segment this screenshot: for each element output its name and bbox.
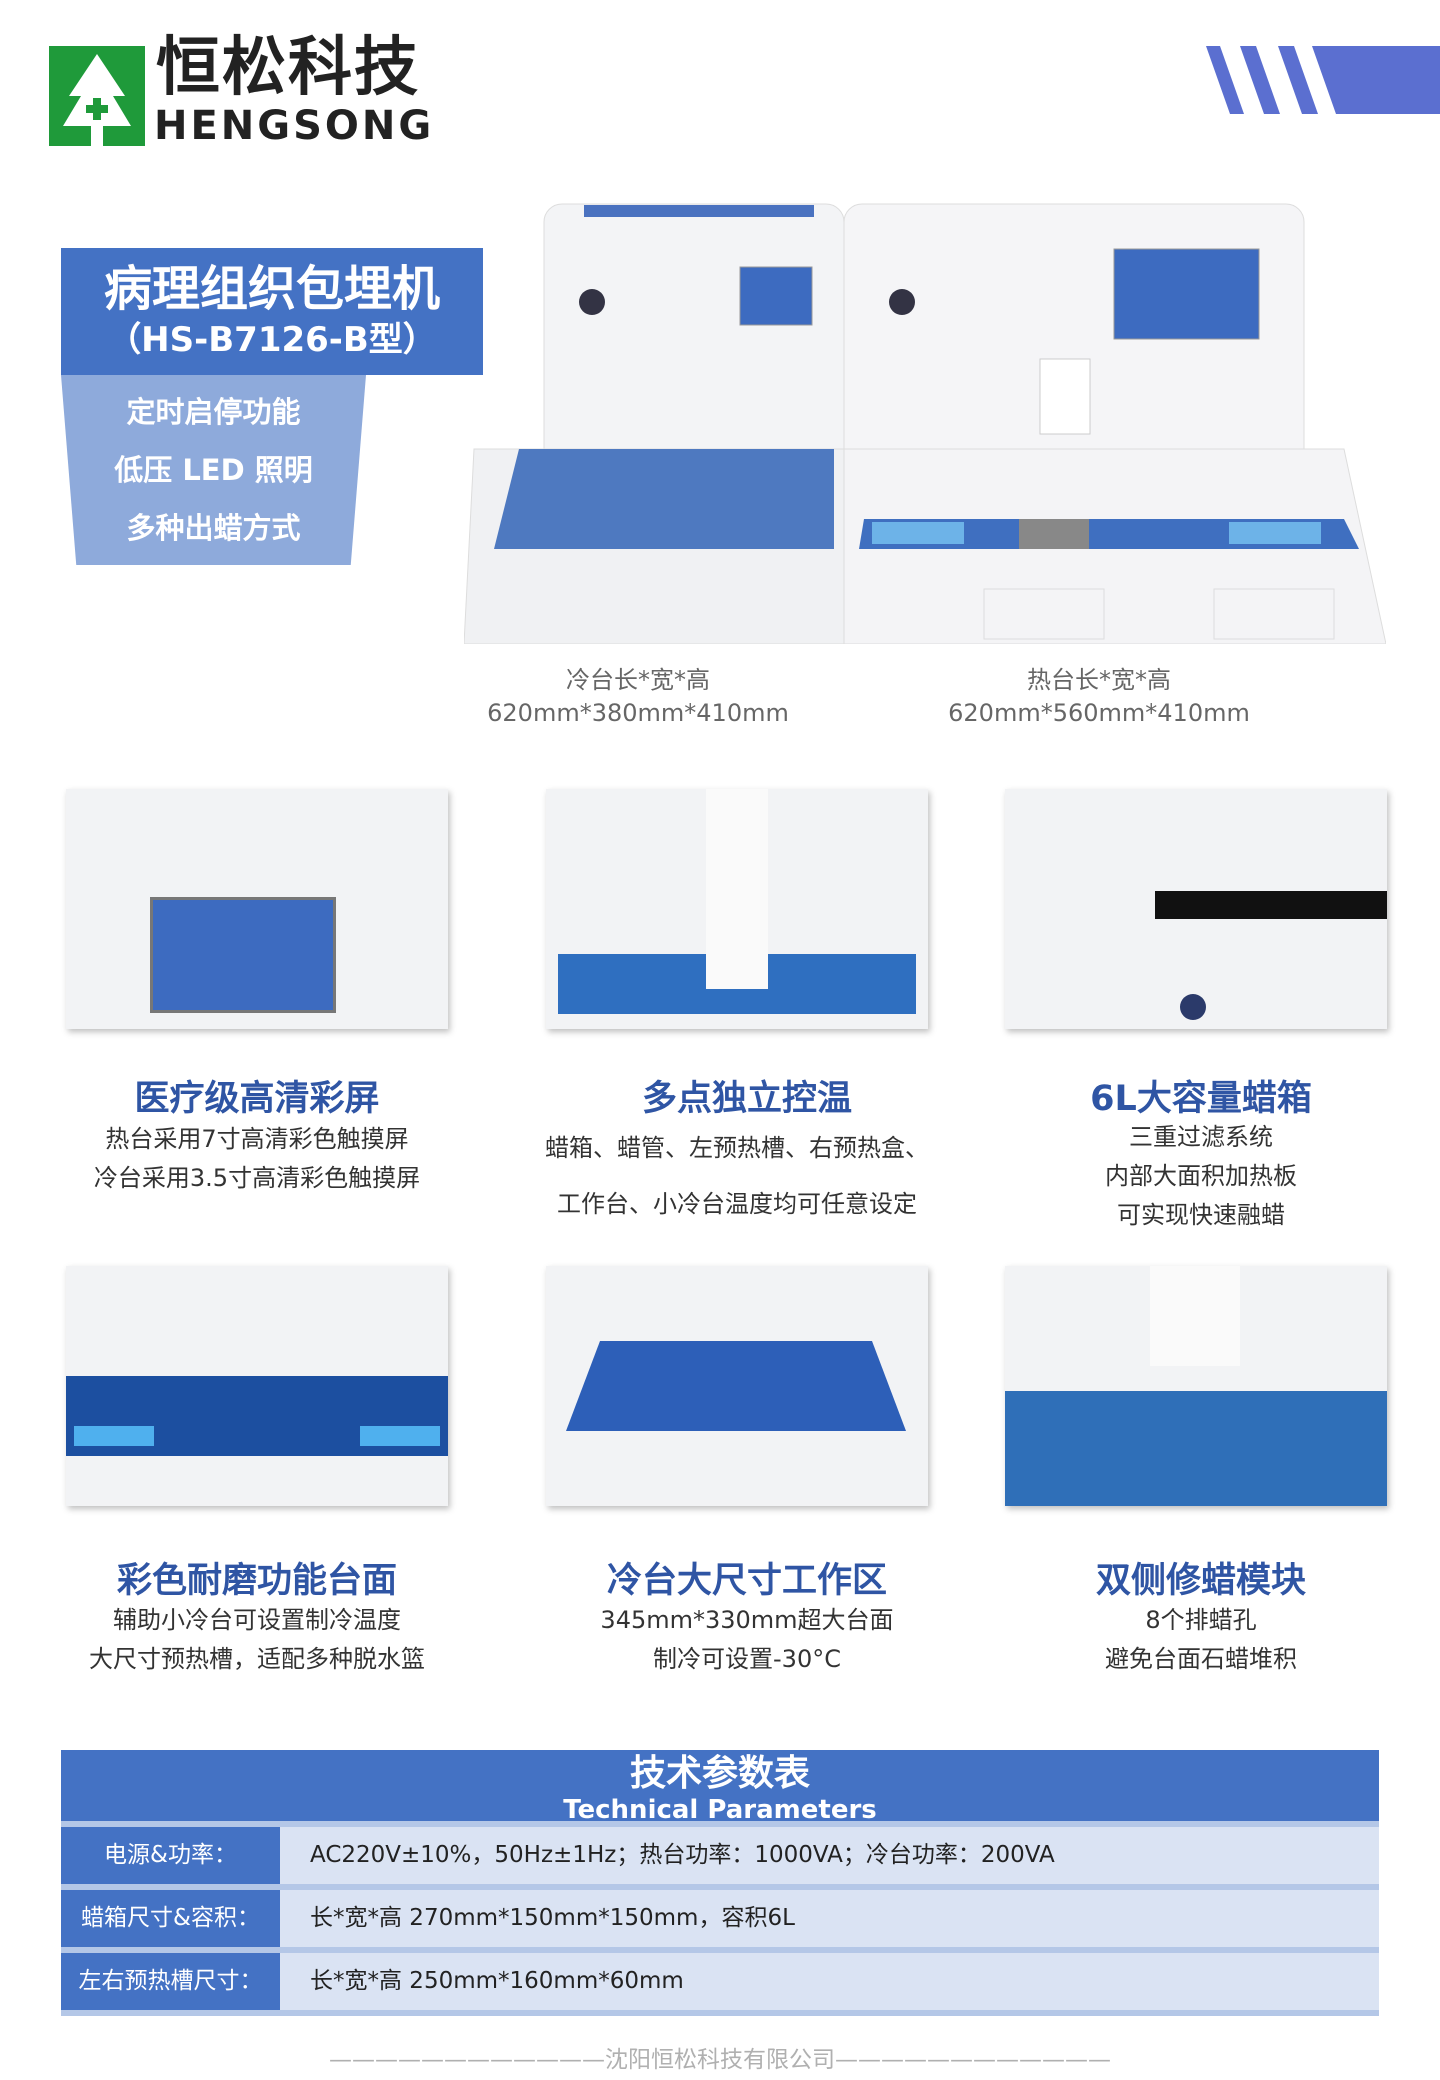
desc-line: 三重过滤系统 bbox=[1129, 1123, 1273, 1151]
brand-name-cn: 恒松科技 bbox=[156, 31, 420, 105]
highlight-title: 彩色耐磨功能台面 bbox=[116, 1561, 397, 1601]
hot-plate-dimensions: 热台长*宽*高 620mm*560mm*410mm bbox=[899, 664, 1299, 730]
table-header: 技术参数表 Technical Parameters bbox=[61, 1750, 1379, 1827]
logo-tree-icon bbox=[49, 46, 145, 146]
desc-line: 辅助小冷台可设置制冷温度 bbox=[113, 1606, 401, 1634]
param-value: 长*宽*高 270mm*150mm*150mm，容积6L bbox=[280, 1890, 1379, 1947]
desc-line: 热台采用7寸高清彩色触摸屏 bbox=[105, 1125, 409, 1153]
product-title: 病理组织包埋机 bbox=[103, 261, 440, 317]
feature-item: 低压 LED 照明 bbox=[114, 453, 313, 487]
desc-line: 蜡箱、蜡管、左预热槽、右预热盒、 bbox=[545, 1134, 929, 1162]
highlight-desc: 热台采用7寸高清彩色触摸屏冷台采用3.5寸高清彩色触摸屏 bbox=[17, 1120, 497, 1198]
photo-wax-tank bbox=[1005, 789, 1387, 1029]
highlight-desc: 三重过滤系统内部大面积加热板可实现快速融蜡 bbox=[961, 1118, 1440, 1235]
decorative-stripes bbox=[1206, 46, 1440, 114]
desc-line: 工作台、小冷台温度均可任意设定 bbox=[557, 1190, 917, 1218]
param-label: 蜡箱尺寸&容积： bbox=[61, 1890, 280, 1947]
technical-parameters-table: 技术参数表 Technical Parameters 电源&功率：AC220V±… bbox=[61, 1750, 1379, 2016]
desc-line: 避免台面石蜡堆积 bbox=[1105, 1645, 1297, 1673]
highlight-desc: 345mm*330mm超大台面制冷可设置-30°C bbox=[507, 1601, 987, 1679]
feature-list: 定时启停功能 低压 LED 照明 多种出蜡方式 bbox=[61, 375, 366, 565]
product-model: （HS-B7126-B型） bbox=[107, 320, 437, 360]
highlight-title: 医疗级高清彩屏 bbox=[134, 1079, 380, 1119]
embedding-machine-image bbox=[464, 203, 1386, 644]
highlight-desc: 辅助小冷台可设置制冷温度大尺寸预热槽，适配多种脱水篮 bbox=[17, 1601, 497, 1679]
dimension-value: 620mm*380mm*410mm bbox=[487, 699, 789, 727]
feature-item: 多种出蜡方式 bbox=[126, 511, 301, 545]
photo-wax-trimming bbox=[1005, 1266, 1387, 1506]
dimension-label: 热台长*宽*高 bbox=[1027, 666, 1171, 694]
brand-name-en: HENGSONG bbox=[154, 103, 435, 149]
table-title: 技术参数表 bbox=[629, 1753, 810, 1794]
product-title-box: 病理组织包埋机 （HS-B7126-B型） bbox=[61, 248, 483, 375]
param-value: 长*宽*高 250mm*160mm*60mm bbox=[280, 1953, 1379, 2010]
photo-cold-plate bbox=[546, 1266, 928, 1506]
desc-line: 345mm*330mm超大台面 bbox=[600, 1606, 894, 1634]
table-row: 左右预热槽尺寸：长*宽*高 250mm*160mm*60mm bbox=[61, 1953, 1379, 2016]
highlight-title: 冷台大尺寸工作区 bbox=[606, 1561, 887, 1601]
highlight-desc: 蜡箱、蜡管、左预热槽、右预热盒、工作台、小冷台温度均可任意设定 bbox=[497, 1120, 977, 1232]
dimension-label: 冷台长*宽*高 bbox=[566, 666, 710, 694]
highlight-title: 6L大容量蜡箱 bbox=[1090, 1079, 1312, 1119]
highlight-title: 双侧修蜡模块 bbox=[1095, 1561, 1306, 1601]
param-label: 左右预热槽尺寸： bbox=[61, 1953, 280, 2010]
table-row: 电源&功率：AC220V±10%，50Hz±1Hz；热台功率：1000VA；冷台… bbox=[61, 1827, 1379, 1890]
company-footer: ————————————沈阳恒松科技有限公司———————————— bbox=[329, 2047, 1111, 2073]
photo-touchscreen bbox=[66, 789, 448, 1029]
cold-plate-dimensions: 冷台长*宽*高 620mm*380mm*410mm bbox=[438, 664, 838, 730]
highlight-title: 多点独立控温 bbox=[641, 1079, 852, 1119]
desc-line: 可实现快速融蜡 bbox=[1117, 1201, 1285, 1229]
highlight-desc: 8个排蜡孔避免台面石蜡堆积 bbox=[961, 1601, 1440, 1679]
dimension-value: 620mm*560mm*410mm bbox=[948, 699, 1250, 727]
table-row: 蜡箱尺寸&容积：长*宽*高 270mm*150mm*150mm，容积6L bbox=[61, 1890, 1379, 1953]
photo-temperature-control bbox=[546, 789, 928, 1029]
feature-item: 定时启停功能 bbox=[126, 395, 301, 429]
photo-work-surface bbox=[66, 1266, 448, 1506]
table-subtitle: Technical Parameters bbox=[563, 1795, 877, 1825]
desc-line: 冷台采用3.5寸高清彩色触摸屏 bbox=[93, 1164, 421, 1192]
desc-line: 大尺寸预热槽，适配多种脱水篮 bbox=[89, 1645, 425, 1673]
param-value: AC220V±10%，50Hz±1Hz；热台功率：1000VA；冷台功率：200… bbox=[280, 1827, 1379, 1884]
desc-line: 8个排蜡孔 bbox=[1145, 1606, 1257, 1634]
desc-line: 内部大面积加热板 bbox=[1105, 1162, 1297, 1190]
desc-line: 制冷可设置-30°C bbox=[653, 1645, 841, 1673]
param-label: 电源&功率： bbox=[61, 1827, 280, 1884]
